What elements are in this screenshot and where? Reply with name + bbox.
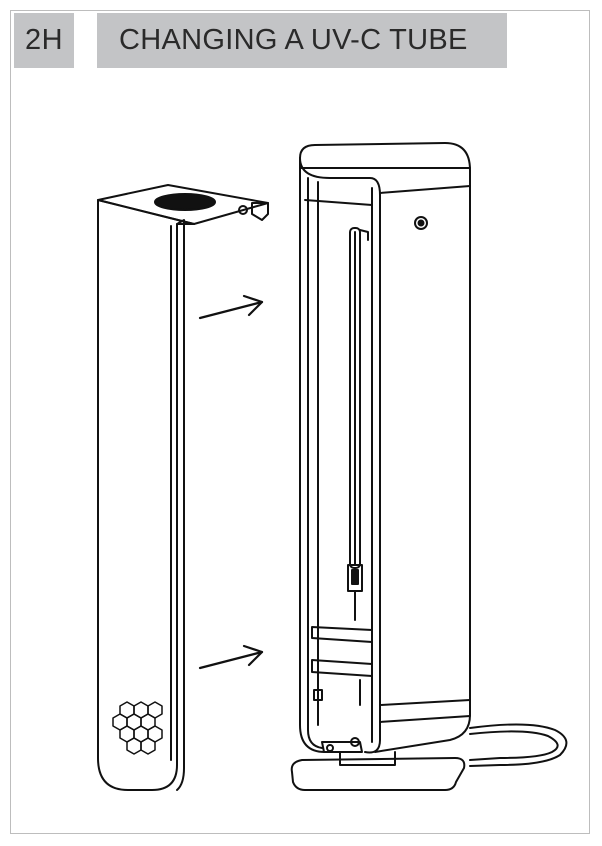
base-stand: [290, 737, 466, 791]
uv-c-tube: [347, 227, 369, 621]
direction-arrow-upper-icon: [198, 294, 264, 320]
front-cover-panel: [97, 184, 269, 791]
page-border: [10, 10, 590, 834]
step-number-badge: 2H: [14, 13, 74, 68]
direction-arrow-lower-icon: [198, 644, 264, 670]
step-title: CHANGING A UV-C TUBE: [97, 13, 507, 68]
inner-shelves: [311, 626, 373, 706]
hexagon-vent-icon: [112, 701, 163, 755]
power-cable: [469, 723, 568, 767]
